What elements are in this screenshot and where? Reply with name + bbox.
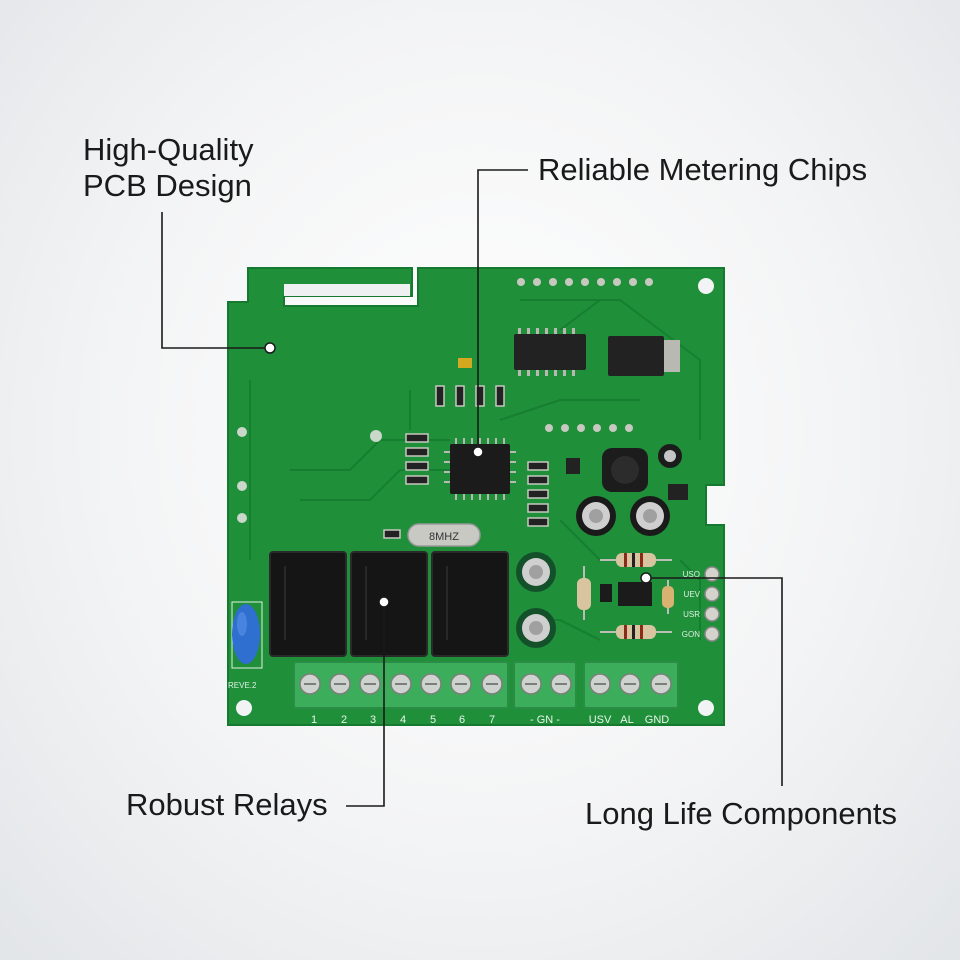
terminal-label: - GN -	[530, 714, 560, 726]
axial-resistors	[577, 553, 674, 639]
mount-hole	[698, 278, 714, 294]
terminal-label: 3	[370, 714, 376, 726]
varistor: REVE.2	[228, 601, 263, 690]
small-capacitor	[658, 444, 682, 468]
terminal-label: 6	[459, 714, 465, 726]
transistor	[668, 484, 688, 500]
side-pin-label: USO	[683, 570, 700, 579]
soic-chip	[514, 328, 586, 376]
terminal-label: 1	[311, 714, 317, 726]
callout-long-life: Long Life Components	[585, 796, 897, 831]
via	[370, 430, 382, 442]
leader-line-chips	[477, 169, 528, 448]
mount-hole	[236, 700, 252, 716]
voltage-regulator	[608, 336, 680, 376]
silkscreen-label: REVE.2	[228, 681, 257, 690]
relay	[269, 551, 347, 657]
via	[237, 513, 247, 523]
via	[237, 481, 247, 491]
leader-lines	[161, 169, 783, 807]
mount-hole	[698, 700, 714, 716]
leader-line-life	[646, 577, 783, 786]
terminal-label: USV	[589, 714, 612, 726]
callout-pcb-design: High-Quality PCB Design	[83, 132, 254, 204]
opto-chip	[600, 582, 652, 606]
leader-line-pcb	[161, 212, 268, 349]
callout-metering-chips: Reliable Metering Chips	[538, 152, 868, 187]
side-pin-label: USR	[683, 610, 700, 619]
terminal-label: AL	[620, 714, 633, 726]
crystal: 8MHZ	[407, 523, 481, 547]
pcb-board: 8MHZ	[227, 267, 725, 726]
callout-relays: Robust Relays	[126, 787, 328, 822]
tantalum-cap	[458, 358, 472, 368]
antenna-slot	[284, 284, 410, 296]
terminal-blocks	[293, 661, 679, 709]
leader-dots	[264, 342, 652, 608]
transistor	[566, 458, 580, 474]
crystal-label: 8MHZ	[429, 531, 459, 543]
terminal-label: 5	[430, 714, 436, 726]
metering-chip	[444, 438, 516, 500]
terminal-labels: 1 2 3 4 5 6 7 - GN - USV AL GND	[311, 714, 669, 726]
terminal-label: 7	[489, 714, 495, 726]
relay	[431, 551, 509, 657]
terminal-label: 4	[400, 714, 406, 726]
electrolytic-capacitors	[516, 496, 670, 648]
side-pin-label: GON	[682, 630, 700, 639]
via	[237, 427, 247, 437]
callout-pcb-line1: High-Quality	[83, 132, 254, 167]
terminal-label: 2	[341, 714, 347, 726]
leader-line-relays	[346, 602, 385, 807]
callout-pcb-line2: PCB Design	[83, 168, 252, 203]
pin-header	[517, 278, 653, 432]
power-inductor	[602, 448, 648, 492]
side-pin-label: UEV	[684, 590, 701, 599]
smd-resistors	[383, 385, 549, 539]
terminal-label: GND	[645, 714, 670, 726]
